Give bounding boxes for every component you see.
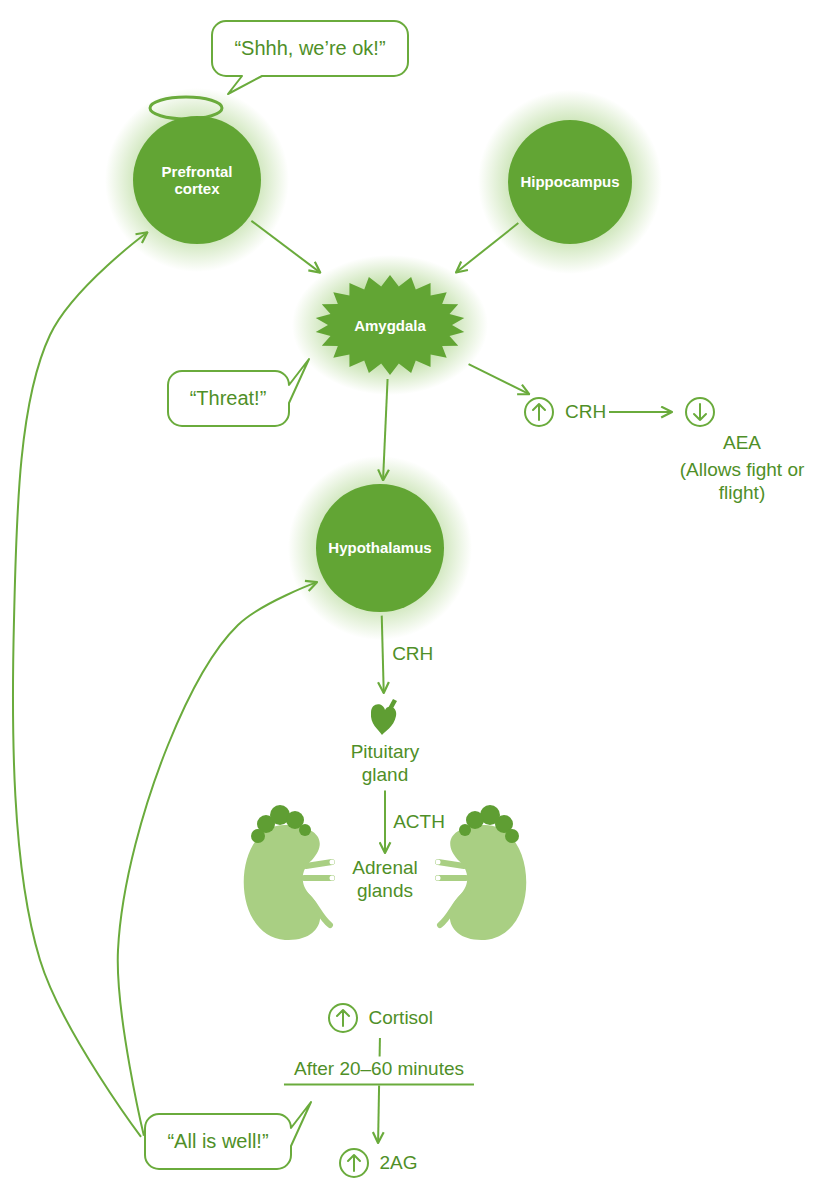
icon-ring xyxy=(340,1149,368,1177)
increase-icon xyxy=(338,1147,370,1179)
connector-arrow xyxy=(118,582,317,1136)
kidney xyxy=(244,825,320,940)
hormone-level: AEA (Allows fight or flight) xyxy=(674,396,810,504)
burst-shape xyxy=(316,275,464,375)
speech-bubble: “All is well!” xyxy=(145,1114,291,1169)
halo xyxy=(150,97,222,119)
connector-arrow xyxy=(384,791,386,853)
ureter xyxy=(302,892,330,925)
brain-region-circle: Prefrontal cortex xyxy=(133,116,261,244)
icon-arrow xyxy=(337,1010,349,1026)
hormone-level: Cortisol xyxy=(327,1002,434,1034)
edge-label: After 20–60 minutes xyxy=(284,1056,474,1085)
node-text: (Allows fight or flight) xyxy=(674,459,810,505)
speech-bubble: “Threat!” xyxy=(168,371,289,426)
vessel xyxy=(304,875,332,881)
speech-text: “All is well!” xyxy=(167,1130,269,1153)
glow xyxy=(288,456,472,640)
adrenal-gland xyxy=(299,824,311,836)
vessel-end xyxy=(436,860,441,865)
vessel xyxy=(438,862,464,866)
speech-text: “Shhh, we’re ok!” xyxy=(234,37,386,60)
icon-arrow xyxy=(533,404,545,420)
icon-arrow xyxy=(348,1155,360,1171)
kidney xyxy=(450,825,526,940)
node-text: Pituitary gland xyxy=(335,741,435,787)
node-text: CRH xyxy=(565,401,606,423)
vessel-end xyxy=(330,860,335,865)
increase-icon xyxy=(327,1002,359,1034)
gland-icon: Pituitary gland xyxy=(335,697,435,787)
edge-label: ACTH xyxy=(389,810,449,834)
speech-text: “Threat!” xyxy=(190,387,267,410)
region-name: Amygdala xyxy=(354,317,426,334)
pituitary-icon xyxy=(363,697,407,737)
connector-arrow xyxy=(382,616,384,693)
glow xyxy=(292,255,488,395)
hormone-level: CRH xyxy=(523,396,607,428)
icon-ring xyxy=(686,398,714,426)
gland-label: Adrenal glands xyxy=(337,857,433,903)
kidney-illustration xyxy=(436,805,527,940)
hormone-level: 2AG xyxy=(338,1147,419,1179)
node-text: Cortisol xyxy=(369,1007,433,1029)
connector-arrow xyxy=(383,379,388,480)
kidney-illustration xyxy=(244,805,335,940)
edge-label: CRH xyxy=(388,642,437,666)
connector-arrow xyxy=(469,364,530,394)
region-name: Hypothalamus xyxy=(328,539,431,556)
bubble-shape xyxy=(168,359,309,426)
vessel-end xyxy=(330,876,335,881)
decrease-icon xyxy=(684,396,716,428)
icon-ring xyxy=(329,1004,357,1032)
amygdala-burst: Amygdala xyxy=(315,275,465,375)
node-text: AEA xyxy=(723,432,761,455)
connector-arrow xyxy=(13,232,148,1137)
region-name: Prefrontal cortex xyxy=(145,163,249,198)
node-text: 2AG xyxy=(380,1152,418,1174)
bubble-shape xyxy=(145,1102,311,1169)
icon-arrow xyxy=(694,404,706,420)
connector-arrow xyxy=(251,221,320,273)
brain-region-circle: Hippocampus xyxy=(508,120,632,244)
increase-icon xyxy=(523,396,555,428)
adrenal-gland xyxy=(251,829,265,843)
connector-arrow xyxy=(456,223,518,272)
node-text: Adrenal glands xyxy=(337,857,433,903)
brain-region-circle: Hypothalamus xyxy=(316,484,443,611)
glow xyxy=(478,90,662,274)
connector-arrow xyxy=(609,411,672,413)
vessel xyxy=(306,862,332,866)
adrenal-gland xyxy=(505,829,519,843)
speech-bubble: “Shhh, we’re ok!” xyxy=(212,21,408,76)
bubble-shape xyxy=(212,21,408,94)
icon-ring xyxy=(525,398,553,426)
region-name: Hippocampus xyxy=(520,173,619,190)
vessel xyxy=(438,875,466,881)
adrenal-gland xyxy=(459,824,471,836)
ureter xyxy=(440,892,468,925)
connector-arrow xyxy=(378,1038,380,1143)
vessel-end xyxy=(436,876,441,881)
pituitary-stalk xyxy=(388,699,397,710)
